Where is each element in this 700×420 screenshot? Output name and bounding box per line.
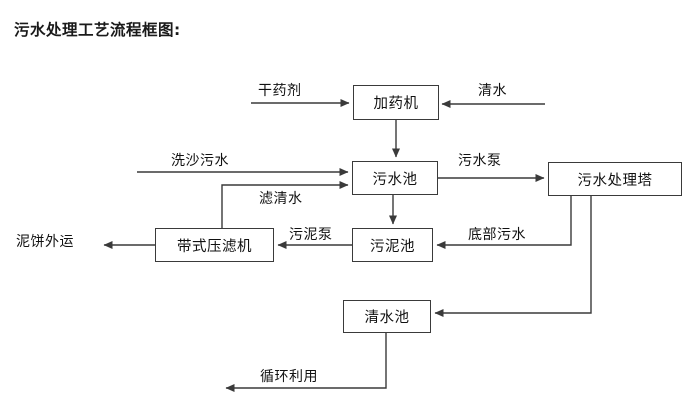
terminal-label-mud-cake-out: 泥饼外运 [16, 234, 74, 250]
node-belt-filter-press[interactable]: 带式压滤机 [155, 228, 274, 262]
connector-tower-to-sludge-pool [436, 196, 572, 249]
node-clean-water-pool[interactable]: 清水池 [343, 300, 431, 333]
node-label: 清水池 [364, 310, 410, 326]
edge-label-dry-reagent: 干药剂 [258, 83, 302, 99]
page-title: 污水处理工艺流程框图: [14, 21, 181, 39]
connector-filtrate-to-sewage-pool [221, 181, 349, 228]
node-label: 带式压滤机 [177, 238, 252, 255]
node-dosing-machine[interactable]: 加药机 [353, 85, 439, 120]
node-treatment-tower[interactable]: 污水处理塔 [548, 162, 682, 196]
edge-label-filtrate-water: 滤清水 [259, 191, 303, 207]
node-label: 污泥池 [370, 238, 415, 255]
node-sludge-pool[interactable]: 污泥池 [352, 228, 433, 262]
connector-clean-water-pool-to-recycle [225, 333, 387, 392]
edge-label-sand-wash-water: 洗沙污水 [171, 153, 229, 169]
node-label: 污水处理塔 [577, 172, 653, 189]
node-label: 污水池 [372, 171, 418, 188]
node-sewage-pool[interactable]: 污水池 [352, 161, 438, 195]
edge-label-sludge-pump: 污泥泵 [289, 227, 333, 243]
node-label: 加药机 [373, 96, 419, 112]
connector-tower-to-clean-water-pool [434, 196, 592, 317]
edge-label-bottom-sewage: 底部污水 [468, 227, 526, 243]
edge-label-recycle-use: 循环利用 [260, 369, 318, 385]
edge-label-sewage-pump: 污水泵 [458, 153, 502, 169]
edge-label-clean-water-in: 清水 [478, 83, 507, 99]
